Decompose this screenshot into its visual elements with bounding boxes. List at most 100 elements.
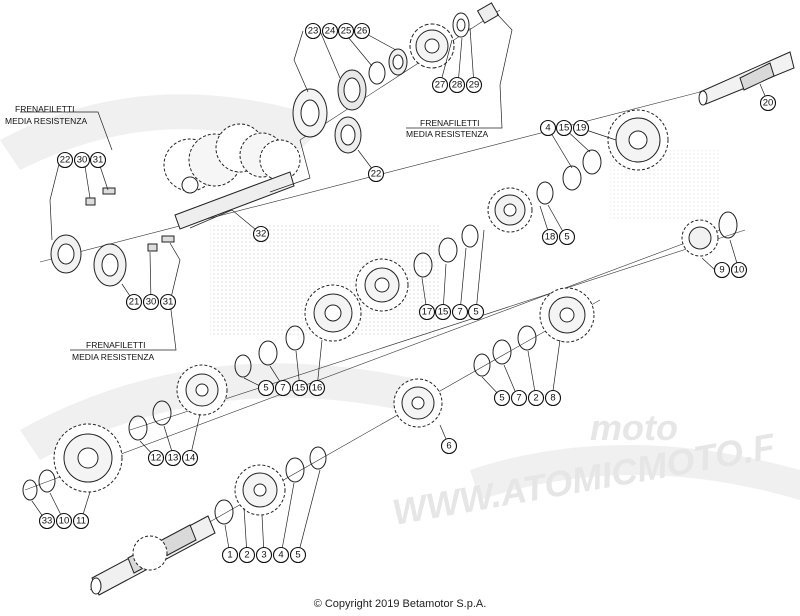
svg-text:15: 15 bbox=[559, 123, 570, 134]
gear-6 bbox=[393, 378, 443, 428]
callout-22-left[interactable]: 22 bbox=[56, 151, 74, 169]
sprocket-27 bbox=[409, 23, 455, 69]
svg-text:7: 7 bbox=[516, 393, 521, 404]
callout-13[interactable]: 13 bbox=[164, 449, 182, 467]
callout-9[interactable]: 9 bbox=[713, 261, 731, 279]
callout-29[interactable]: 29 bbox=[465, 76, 483, 94]
callout-21[interactable]: 21 bbox=[125, 293, 143, 311]
copyright-notice: © Copyright 2019 Betamotor S.p.A. bbox=[313, 598, 487, 610]
callout-11[interactable]: 11 bbox=[72, 512, 90, 530]
svg-text:7: 7 bbox=[457, 307, 462, 318]
svg-text:27: 27 bbox=[435, 80, 446, 91]
svg-text:23: 23 bbox=[308, 26, 319, 37]
svg-text:19: 19 bbox=[576, 123, 587, 134]
callout-31-bottom[interactable]: 31 bbox=[159, 293, 177, 311]
callout-8[interactable]: 8 bbox=[544, 389, 562, 407]
callout-20[interactable]: 20 bbox=[759, 94, 777, 112]
svg-text:15: 15 bbox=[438, 307, 449, 318]
callout-7-left-row[interactable]: 7 bbox=[274, 379, 292, 397]
svg-text:33: 33 bbox=[42, 516, 53, 527]
callout-2-right-row[interactable]: 2 bbox=[527, 389, 545, 407]
svg-text:MEDIA RESISTENZA: MEDIA RESISTENZA bbox=[72, 352, 155, 362]
svg-text:31: 31 bbox=[163, 297, 174, 308]
gear-14 bbox=[176, 364, 228, 416]
callout-27[interactable]: 27 bbox=[431, 76, 449, 94]
circlip-5-top bbox=[536, 181, 554, 205]
svg-text:13: 13 bbox=[168, 453, 179, 464]
gear-15-middle bbox=[355, 258, 409, 312]
rings-5-7-2 bbox=[473, 325, 537, 377]
bush-15-top bbox=[582, 149, 602, 175]
callout-19[interactable]: 19 bbox=[572, 119, 590, 137]
callout-2-bottom[interactable]: 2 bbox=[238, 546, 256, 564]
callout-17[interactable]: 17 bbox=[418, 303, 436, 321]
callout-31-top[interactable]: 31 bbox=[89, 151, 107, 169]
svg-text:10: 10 bbox=[59, 516, 70, 527]
callout-1[interactable]: 1 bbox=[221, 546, 239, 564]
callout-7-middle[interactable]: 7 bbox=[451, 303, 469, 321]
svg-text:4: 4 bbox=[545, 123, 550, 134]
washer-10-left bbox=[38, 469, 56, 493]
svg-text:28: 28 bbox=[452, 80, 463, 91]
svg-text:5: 5 bbox=[564, 232, 569, 243]
svg-text:1: 1 bbox=[227, 550, 232, 561]
callout-4-bottom[interactable]: 4 bbox=[272, 546, 290, 564]
callout-24[interactable]: 24 bbox=[321, 22, 339, 40]
svg-text:2: 2 bbox=[533, 393, 538, 404]
callout-10-left[interactable]: 10 bbox=[55, 512, 73, 530]
svg-text:MEDIA RESISTENZA: MEDIA RESISTENZA bbox=[5, 116, 88, 126]
callout-15-middle[interactable]: 15 bbox=[434, 303, 452, 321]
bearing-22-left bbox=[50, 234, 82, 274]
callout-30-bottom[interactable]: 30 bbox=[142, 293, 160, 311]
callout-22-right[interactable]: 22 bbox=[367, 165, 385, 183]
svg-text:5: 5 bbox=[473, 307, 478, 318]
svg-text:FRENAFILETTI: FRENAFILETTI bbox=[15, 104, 75, 114]
svg-text:24: 24 bbox=[325, 26, 336, 37]
callout-5-bottom[interactable]: 5 bbox=[289, 546, 307, 564]
callout-10-right[interactable]: 10 bbox=[730, 261, 748, 279]
callout-3[interactable]: 3 bbox=[255, 546, 273, 564]
svg-text:20: 20 bbox=[763, 98, 774, 109]
svg-text:11: 11 bbox=[76, 516, 86, 527]
callout-28[interactable]: 28 bbox=[448, 76, 466, 94]
callout-30-top[interactable]: 30 bbox=[73, 151, 91, 169]
callout-5-right-row[interactable]: 5 bbox=[493, 389, 511, 407]
watermark-logo: moto bbox=[590, 407, 678, 448]
bush-1 bbox=[214, 499, 234, 525]
svg-text:FRENAFILETTI: FRENAFILETTI bbox=[86, 340, 146, 350]
callout-18[interactable]: 18 bbox=[541, 228, 559, 246]
callout-23[interactable]: 23 bbox=[304, 22, 322, 40]
callout-4-top[interactable]: 4 bbox=[539, 119, 557, 137]
seal-24 bbox=[337, 69, 367, 111]
gear-17-rings bbox=[413, 224, 479, 278]
callout-7-right-row[interactable]: 7 bbox=[510, 389, 528, 407]
callout-32[interactable]: 32 bbox=[252, 225, 270, 243]
callout-15-left-row[interactable]: 15 bbox=[291, 379, 309, 397]
callout-5-upper[interactable]: 5 bbox=[558, 228, 576, 246]
callout-6[interactable]: 6 bbox=[440, 437, 458, 455]
screws-top bbox=[85, 187, 116, 206]
svg-text:26: 26 bbox=[357, 26, 368, 37]
washer-4-bottom bbox=[285, 457, 305, 483]
nut-29 bbox=[476, 2, 500, 24]
callout-33[interactable]: 33 bbox=[38, 512, 56, 530]
callout-5-left-row[interactable]: 5 bbox=[257, 379, 275, 397]
callout-15-top[interactable]: 15 bbox=[555, 119, 573, 137]
callout-14[interactable]: 14 bbox=[181, 449, 199, 467]
washer-28 bbox=[452, 12, 470, 38]
spacer-26 bbox=[388, 48, 408, 76]
callout-5-middle[interactable]: 5 bbox=[467, 303, 485, 321]
callout-25[interactable]: 25 bbox=[337, 22, 355, 40]
svg-text:FRENAFILETTI: FRENAFILETTI bbox=[420, 118, 480, 128]
callout-12[interactable]: 12 bbox=[147, 449, 165, 467]
svg-text:9: 9 bbox=[719, 265, 724, 276]
washer-4-top bbox=[562, 165, 582, 191]
input-shaft bbox=[90, 515, 216, 596]
callout-16[interactable]: 16 bbox=[308, 379, 326, 397]
svg-text:12: 12 bbox=[151, 453, 162, 464]
svg-text:15: 15 bbox=[295, 383, 306, 394]
callout-26[interactable]: 26 bbox=[353, 22, 371, 40]
svg-text:14: 14 bbox=[185, 453, 196, 464]
seal-22-right bbox=[334, 116, 362, 154]
parts bbox=[22, 2, 795, 596]
